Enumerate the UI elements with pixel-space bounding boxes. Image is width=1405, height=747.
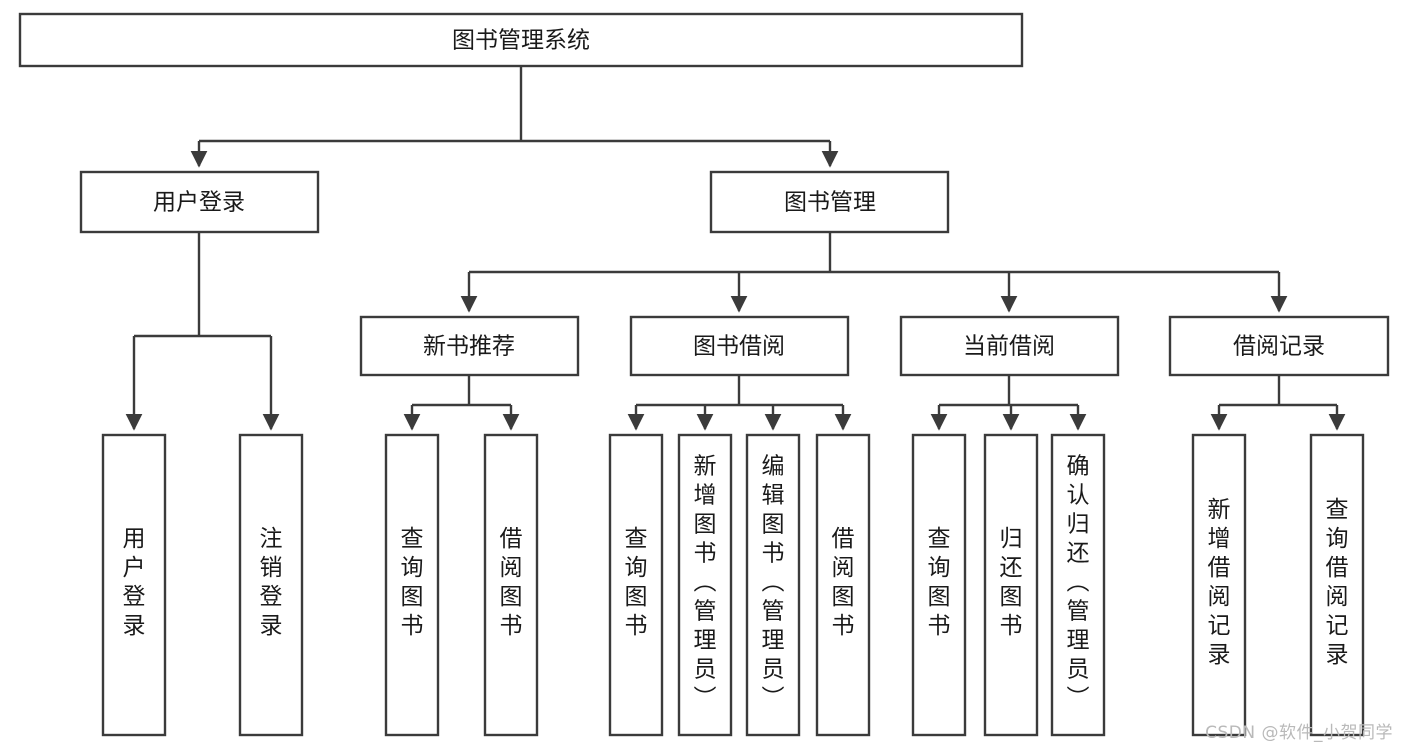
node-root-box[interactable] [18,12,1024,68]
leaf-query-record-label: 查询借阅记录 [1326,497,1349,668]
leaf-add-book[interactable]: 新增图书︵管理员︶ [677,433,733,737]
node-root[interactable]: 图书管理系统 [18,12,1024,68]
node-borrow-record-box[interactable] [1168,315,1390,377]
node-book-borrow-box[interactable] [629,315,850,377]
leaf-edit-book-box[interactable] [745,433,801,737]
leaf-borrow-book-1[interactable]: 借阅图书 [483,433,539,737]
leaf-return-book-box[interactable] [983,433,1039,737]
node-book-manage-box[interactable] [709,170,950,234]
node-root-label: 图书管理系统 [452,28,590,54]
leaf-node-layer: 用户登录 注销登录 查询图书 借阅图书 查询图书 新增图书︵管理员︶ 编辑图书︵管理员︶ 借阅… [101,433,1365,737]
leaf-query-record[interactable]: 查询借阅记录 [1309,433,1365,737]
node-borrow-record[interactable]: 借阅记录 [1168,315,1390,377]
leaf-query-record-box[interactable] [1309,433,1365,737]
leaf-add-record-label: 新增借阅记录 [1208,497,1231,668]
node-new-book-rec-box[interactable] [359,315,580,377]
leaf-borrow-book-2[interactable]: 借阅图书 [815,433,871,737]
leaf-borrow-book-2-label: 借阅图书 [832,526,855,639]
node-user-login[interactable]: 用户登录 [79,170,320,234]
leaf-confirm-return-label: 确认归还︵管理员︶ [1067,453,1090,711]
leaf-user-login[interactable]: 用户登录 [101,433,167,737]
leaf-user-login-box[interactable] [101,433,167,737]
leaf-query-book-3-label: 查询图书 [928,526,951,639]
node-book-manage[interactable]: 图书管理 [709,170,950,234]
leaf-logout[interactable]: 注销登录 [238,433,304,737]
node-current-borrow-label: 当前借阅 [963,334,1055,360]
node-new-book-rec[interactable]: 新书推荐 [359,315,580,377]
node-current-borrow-box[interactable] [899,315,1120,377]
node-borrow-record-label: 借阅记录 [1233,334,1325,360]
leaf-add-record[interactable]: 新增借阅记录 [1191,433,1247,737]
node-new-book-rec-label: 新书推荐 [423,334,515,360]
connector-layer [125,66,1346,431]
node-user-login-label: 用户登录 [153,190,245,216]
leaf-return-book[interactable]: 归还图书 [983,433,1039,737]
node-book-borrow-label: 图书借阅 [693,334,785,360]
leaf-confirm-return-box[interactable] [1050,433,1106,737]
leaf-query-book-1-label: 查询图书 [401,526,424,639]
leaf-query-book-1-box[interactable] [384,433,440,737]
leaf-borrow-book-1-label: 借阅图书 [500,526,523,639]
leaf-logout-box[interactable] [238,433,304,737]
leaf-query-book-2[interactable]: 查询图书 [608,433,664,737]
leaf-query-book-3-box[interactable] [911,433,967,737]
node-current-borrow[interactable]: 当前借阅 [899,315,1120,377]
leaf-query-book-1[interactable]: 查询图书 [384,433,440,737]
node-user-login-box[interactable] [79,170,320,234]
leaf-query-book-2-label: 查询图书 [625,526,648,639]
leaf-query-book-3[interactable]: 查询图书 [911,433,967,737]
leaf-confirm-return[interactable]: 确认归还︵管理员︶ [1050,433,1106,737]
leaf-return-book-label: 归还图书 [1000,526,1023,639]
leaf-edit-book[interactable]: 编辑图书︵管理员︶ [745,433,801,737]
leaf-borrow-book-2-box[interactable] [815,433,871,737]
leaf-add-book-box[interactable] [677,433,733,737]
leaf-edit-book-label: 编辑图书︵管理员︶ [762,453,785,711]
leaf-borrow-book-1-box[interactable] [483,433,539,737]
leaf-logout-label: 注销登录 [260,526,283,639]
leaf-query-book-2-box[interactable] [608,433,664,737]
node-book-manage-label: 图书管理 [784,190,876,216]
leaf-add-record-box[interactable] [1191,433,1247,737]
leaf-user-login-label: 用户登录 [123,526,146,639]
leaf-add-book-label: 新增图书︵管理员︶ [694,453,717,711]
node-book-borrow[interactable]: 图书借阅 [629,315,850,377]
